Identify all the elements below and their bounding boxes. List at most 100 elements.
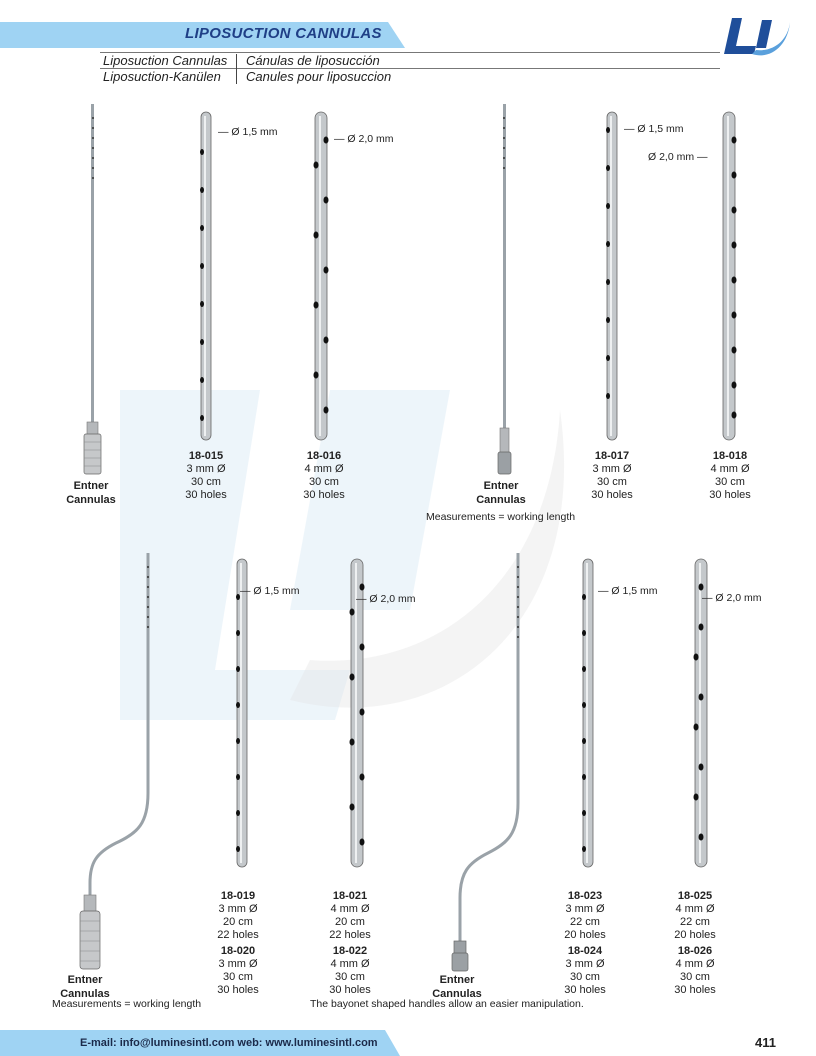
cannulas-word: Cannulas [60, 988, 110, 1000]
product-length: 20 cm [335, 916, 365, 928]
bayonet-entner-cannula-image-middle [451, 553, 520, 972]
cannula-18-023-image [582, 558, 594, 868]
footer-contact: E-mail: info@luminesintl.com web: www.lu… [80, 1037, 378, 1049]
product-holes-alt: 30 holes [329, 984, 371, 996]
product-diameter: 3 mm Ø [186, 463, 226, 475]
cannula-18-015-image [200, 111, 212, 441]
product-length-alt: 30 cm [570, 971, 600, 983]
subtitle-fr: Canules pour liposuccion [246, 69, 392, 84]
header-rule-top [100, 52, 720, 53]
entner-label-bottom-middle: Entner Cannulas [422, 973, 492, 1001]
product-diameter: 3 mm Ø [592, 463, 632, 475]
product-code-alt: 18-024 [567, 945, 603, 957]
cannulas-word: Cannulas [66, 494, 116, 506]
measurements-note-bottom: Measurements = working length [52, 998, 202, 1010]
product-code: 18-023 [567, 890, 603, 902]
product-code: 18-015 [188, 450, 224, 462]
cannula-18-017-image [606, 111, 618, 441]
product-length-alt: 30 cm [335, 971, 365, 983]
entner-word: Entner [483, 480, 519, 492]
entner-cannula-image-top-left [83, 104, 102, 475]
diameter-value: Ø 1,5 mm [231, 126, 278, 138]
product-diameter: 4 mm Ø [710, 463, 750, 475]
product-length: 30 cm [191, 476, 221, 488]
page-title: LIPOSUCTION CANNULAS [185, 25, 382, 42]
product-holes: 20 holes [674, 929, 716, 941]
header-rule-mid [100, 68, 720, 69]
product-code-alt: 18-026 [677, 945, 713, 957]
product-label-18-023-024: 18-023 3 mm Ø 22 cm 20 holes 18-024 3 mm… [545, 890, 625, 997]
product-length: 20 cm [223, 916, 253, 928]
product-diameter: 3 mm Ø [218, 903, 258, 915]
entner-label-bottom-left: Entner Cannulas [50, 973, 120, 1001]
diameter-callout-18-023: — Ø 1,5 mm [598, 585, 658, 597]
entner-cannula-image-top-middle [497, 104, 512, 475]
product-length: 30 cm [309, 476, 339, 488]
diameter-value: Ø 1,5 mm [637, 123, 684, 135]
entner-label-top-middle: Entner Cannulas [466, 479, 536, 507]
product-holes: 30 holes [591, 489, 633, 501]
diameter-callout-18-018: Ø 2,0 mm — [648, 151, 708, 163]
diameter-callout-18-019: — Ø 1,5 mm [240, 585, 300, 597]
diameter-callout-18-016: — Ø 2,0 mm [334, 133, 394, 145]
product-holes-alt: 30 holes [217, 984, 259, 996]
brand-logo [724, 18, 790, 56]
product-diameter: 4 mm Ø [330, 903, 370, 915]
product-label-18-015: 18-015 3 mm Ø 30 cm 30 holes [166, 450, 246, 502]
product-label-18-016: 18-016 4 mm Ø 30 cm 30 holes [284, 450, 364, 502]
product-holes: 22 holes [217, 929, 259, 941]
product-length: 30 cm [715, 476, 745, 488]
product-code-alt: 18-022 [332, 945, 368, 957]
cannula-18-016-image [313, 111, 329, 441]
product-code-alt: 18-020 [220, 945, 256, 957]
header-separator [236, 54, 237, 84]
product-label-18-018: 18-018 4 mm Ø 30 cm 30 holes [690, 450, 770, 502]
product-diameter: 4 mm Ø [304, 463, 344, 475]
diameter-value: Ø 2,0 mm [648, 151, 695, 163]
subtitle-en: Liposuction Cannulas [103, 53, 228, 68]
product-code: 18-021 [332, 890, 368, 902]
diameter-callout-18-025: — Ø 2,0 mm [702, 592, 762, 604]
product-code: 18-025 [677, 890, 713, 902]
diameter-callout-18-015: — Ø 1,5 mm [218, 126, 278, 138]
diameter-value: Ø 2,0 mm [369, 593, 416, 605]
product-diameter-alt: 3 mm Ø [218, 958, 258, 970]
bayonet-entner-cannula-image-left [79, 553, 150, 970]
diameter-value: Ø 2,0 mm [347, 133, 394, 145]
product-diameter-alt: 4 mm Ø [675, 958, 715, 970]
product-holes-alt: 30 holes [564, 984, 606, 996]
product-length-alt: 30 cm [680, 971, 710, 983]
entner-word: Entner [73, 480, 109, 492]
product-code: 18-018 [712, 450, 748, 462]
product-label-18-021-022: 18-021 4 mm Ø 20 cm 22 holes 18-022 4 mm… [310, 890, 390, 997]
product-holes: 20 holes [564, 929, 606, 941]
product-label-18-025-026: 18-025 4 mm Ø 22 cm 20 holes 18-026 4 mm… [655, 890, 735, 997]
diameter-value: Ø 1,5 mm [611, 585, 658, 597]
footer-banner [0, 1030, 400, 1056]
product-holes: 30 holes [303, 489, 345, 501]
product-diameter-alt: 4 mm Ø [330, 958, 370, 970]
cannula-18-019-image [236, 558, 248, 868]
product-code: 18-019 [220, 890, 256, 902]
product-diameter-alt: 3 mm Ø [565, 958, 605, 970]
cannula-18-021-image [349, 558, 365, 868]
diameter-callout-18-017: — Ø 1,5 mm [624, 123, 684, 135]
cannula-18-018-image [722, 111, 737, 441]
product-holes: 30 holes [185, 489, 227, 501]
product-holes: 30 holes [709, 489, 751, 501]
diameter-value: Ø 1,5 mm [253, 585, 300, 597]
cannula-18-025-image [693, 558, 708, 868]
product-holes: 22 holes [329, 929, 371, 941]
product-diameter: 3 mm Ø [565, 903, 605, 915]
cannulas-word: Cannulas [432, 988, 482, 1000]
product-label-18-017: 18-017 3 mm Ø 30 cm 30 holes [572, 450, 652, 502]
watermark-logo [120, 390, 565, 720]
entner-label-top-left: Entner Cannulas [56, 479, 126, 507]
cannulas-word: Cannulas [476, 494, 526, 506]
product-holes-alt: 30 holes [674, 984, 716, 996]
diameter-value: Ø 2,0 mm [715, 592, 762, 604]
subtitle-de: Liposuction-Kanülen [103, 69, 221, 84]
page-number: 411 [755, 1035, 776, 1050]
product-code: 18-016 [306, 450, 342, 462]
product-length-alt: 30 cm [223, 971, 253, 983]
